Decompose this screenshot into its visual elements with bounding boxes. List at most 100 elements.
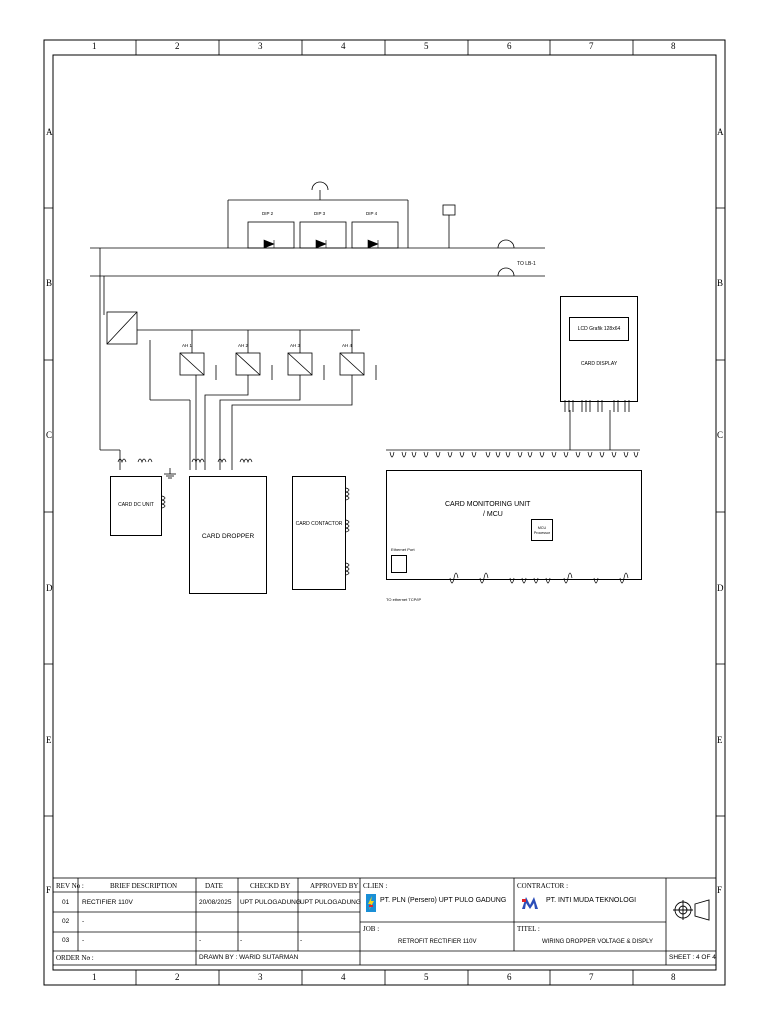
header-brief-description: BRIEF DESCRIPTION: [110, 882, 178, 890]
zone-number-bottom-4: 4: [341, 972, 346, 982]
row1-desc: RECTIFIER 110V: [82, 899, 133, 906]
card-display-module: LCD Grafik 128x64 CARD DISPLAY: [560, 296, 638, 402]
order-no-label: ORDER No :: [56, 954, 94, 962]
zone-letter-left-f: F: [46, 885, 52, 895]
zone-number-top-5: 5: [424, 41, 429, 51]
job-label: JOB :: [363, 925, 380, 933]
job-name: RETROFIT RECTIFIER 110V: [398, 939, 477, 945]
zone-letter-right-a: A: [717, 127, 724, 137]
ethernet-port-icon: [391, 555, 407, 573]
zone-number-top-1: 1: [92, 41, 97, 51]
card-contactor: CARD CONTACTOR: [292, 476, 346, 590]
card-display-label: CARD DISPLAY: [580, 361, 618, 367]
to-ethernet-label: TO ethernet TCP/IP: [386, 597, 422, 602]
order-no-value: -: [88, 954, 91, 961]
dc-converter: [106, 311, 138, 345]
zone-number-bottom-8: 8: [671, 972, 676, 982]
zone-number-bottom-5: 5: [424, 972, 429, 982]
lcd-screen: LCD Grafik 128x64: [569, 317, 629, 341]
row2-rev: 02: [62, 918, 70, 925]
titel-label: TITEL :: [517, 925, 540, 933]
header-checked-by: CHECKD BY: [250, 882, 291, 890]
card-dropper-label: CARD DROPPER: [201, 533, 255, 540]
row1-checked: UPT PULOGADUNG: [240, 899, 301, 906]
client-label: CLIEN :: [363, 882, 388, 890]
imt-logo-icon: [521, 894, 539, 912]
header-rev-no: REV No :: [56, 882, 84, 890]
diode-box-2: [299, 221, 347, 249]
diode-label-3: DIP 4: [366, 211, 378, 216]
row3-approved: -: [300, 937, 303, 944]
zone-number-bottom-7: 7: [589, 972, 594, 982]
zone-number-top-6: 6: [507, 41, 512, 51]
zone-letter-right-b: B: [717, 278, 724, 288]
inner-border: [52, 54, 717, 971]
diode-label-2: DIP 3: [314, 211, 326, 216]
ethernet-port-label: Ethernet Port: [391, 547, 415, 552]
row3-rev: 03: [62, 937, 70, 944]
sheet-number: SHEET : 4 OF 4: [669, 954, 716, 961]
zone-letter-left-b: B: [46, 278, 53, 288]
zone-number-top-2: 2: [175, 41, 180, 51]
zone-letter-left-e: E: [46, 735, 52, 745]
card-dc-unit-label: CARD DC UNIT: [118, 502, 154, 508]
diode-symbol-2: [315, 239, 327, 249]
diode-label-1: DIP 2: [262, 211, 274, 216]
diode-box-1: [247, 221, 295, 249]
zone-number-top-3: 3: [258, 41, 263, 51]
diode-symbol-3: [367, 239, 379, 249]
header-approved-by: APPROVED BY: [310, 882, 359, 890]
pln-logo-icon: [366, 894, 376, 912]
relay-label-1: AH 1: [182, 343, 193, 348]
mcu-label: / MCU: [483, 511, 503, 518]
ground-icon: [164, 468, 176, 479]
label-to-lb1: TO LB-1: [517, 261, 536, 267]
card-monitoring-unit: CARD MONITORING UNIT / MCU MCU Processor…: [386, 470, 642, 580]
row2-desc: -: [82, 918, 85, 925]
title-name: WIRING DROPPER VOLTAGE & DISPLY: [542, 939, 654, 945]
zone-grid: [44, 40, 725, 985]
contractor-label: CONTRACTOR :: [517, 882, 569, 890]
outer-border: [43, 39, 726, 986]
zone-number-top-8: 8: [671, 41, 676, 51]
card-contactor-label: CARD CONTACTOR: [295, 521, 343, 527]
zone-letter-left-a: A: [46, 127, 53, 137]
zone-number-bottom-3: 3: [258, 972, 263, 982]
mcb-lb-symbol: [497, 239, 515, 249]
zone-letter-right-e: E: [717, 735, 723, 745]
card-monitoring-label: CARD MONITORING UNIT: [445, 501, 531, 508]
row1-approved: UPT PULOGADUNG: [300, 899, 361, 906]
card-dc-unit: CARD DC UNIT: [110, 476, 162, 536]
header-date: DATE: [205, 882, 223, 890]
row3-desc: -: [82, 937, 85, 944]
card-dropper: CARD DROPPER: [189, 476, 267, 594]
projection-symbol-icon: [671, 896, 711, 924]
relay-label-2: AH 2: [238, 343, 249, 348]
zone-letter-right-f: F: [717, 885, 723, 895]
diode-box-3: [351, 221, 399, 249]
row3-checked: -: [240, 937, 243, 944]
zone-number-top-7: 7: [589, 41, 594, 51]
zone-letter-left-c: C: [46, 430, 53, 440]
row3-date: -: [199, 937, 202, 944]
zone-letter-right-d: D: [717, 583, 724, 593]
zone-number-bottom-2: 2: [175, 972, 180, 982]
contractor-name: PT. INTI MUDA TEKNOLOGI: [546, 897, 637, 904]
zone-letter-right-c: C: [717, 430, 724, 440]
mcb-lb-lower-symbol: [497, 267, 515, 277]
zone-number-bottom-1: 1: [92, 972, 97, 982]
mcu-processor-chip: MCU Processor: [531, 519, 553, 541]
diode-symbol-1: [263, 239, 275, 249]
relay-label-3: AH 3: [290, 343, 301, 348]
client-name: PT. PLN (Persero) UPT PULO GADUNG: [380, 897, 507, 904]
relay-label-4: AH 4: [342, 343, 353, 348]
row1-rev: 01: [62, 899, 70, 906]
zone-number-top-4: 4: [341, 41, 346, 51]
row1-date: 20/08/2025: [199, 899, 232, 906]
mcb-bypass-symbol: [311, 181, 329, 191]
drawn-by: DRAWN BY : WARID SUTARMAN: [199, 954, 299, 961]
zone-letter-left-d: D: [46, 583, 53, 593]
